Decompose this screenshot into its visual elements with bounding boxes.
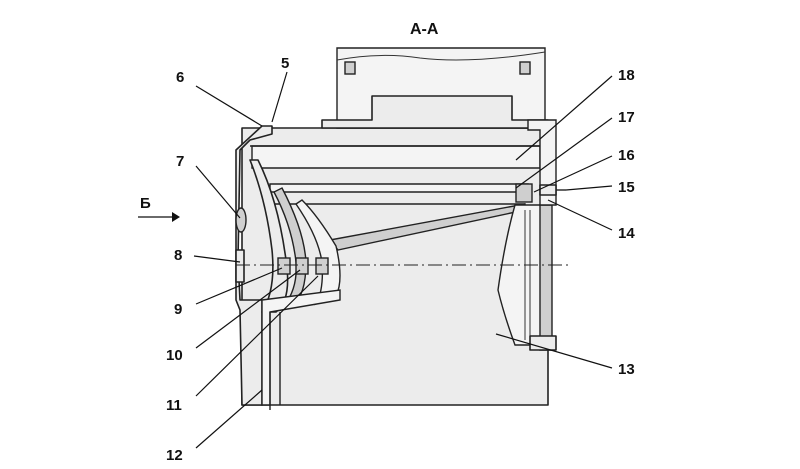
right-ring	[539, 204, 553, 351]
leader-10	[195, 269, 301, 349]
callout-9: 9	[174, 301, 182, 318]
leader-17	[515, 117, 613, 189]
view-arrow-label: Б	[140, 195, 151, 212]
right-upper-bracket	[527, 119, 557, 206]
leader-7	[195, 165, 241, 219]
leader-15	[565, 185, 613, 191]
valve-body	[515, 183, 533, 203]
callout-12: 12	[166, 447, 183, 464]
leader-16	[533, 155, 613, 193]
nut-3	[315, 257, 329, 275]
callout-8: 8	[174, 247, 182, 264]
leader-6	[195, 85, 263, 127]
callout-14: 14	[618, 225, 635, 242]
callout-16: 16	[618, 147, 635, 164]
flange-pin	[235, 207, 247, 233]
right-cavity	[497, 204, 549, 346]
cover-wave-edge	[336, 51, 546, 61]
nut-1	[277, 257, 291, 275]
right-lower-seal	[529, 335, 557, 351]
leader-18	[515, 75, 613, 161]
cover-lug-left	[344, 61, 356, 75]
leader-13	[495, 333, 613, 369]
callout-10: 10	[166, 347, 183, 364]
cover-lug-right	[519, 61, 531, 75]
valve-stub	[539, 184, 557, 196]
callout-5: 5	[281, 55, 289, 72]
leader-lines	[193, 71, 613, 449]
callout-labels: 5 6 7 8 9 10 11 12 13 14 15 16 17 18	[166, 55, 635, 464]
callout-13: 13	[618, 361, 635, 378]
leader-12	[195, 389, 263, 449]
callout-17: 17	[618, 109, 635, 126]
leader-14	[547, 199, 613, 231]
right-ring-inner	[524, 210, 531, 340]
callout-18: 18	[618, 67, 635, 84]
view-arrow-head	[172, 212, 180, 222]
leader-8	[193, 255, 241, 263]
callout-15: 15	[618, 179, 635, 196]
upper-channel	[251, 145, 541, 169]
middle-plate	[269, 183, 529, 193]
callout-7: 7	[176, 153, 184, 170]
flange-tab	[235, 249, 245, 283]
callout-6: 6	[176, 69, 184, 86]
leader-9	[195, 267, 283, 305]
section-title: А-А	[410, 21, 439, 38]
left-end-cap	[235, 125, 273, 406]
callout-11: 11	[166, 397, 182, 414]
leader-11	[195, 275, 319, 397]
leader-5	[271, 71, 288, 123]
